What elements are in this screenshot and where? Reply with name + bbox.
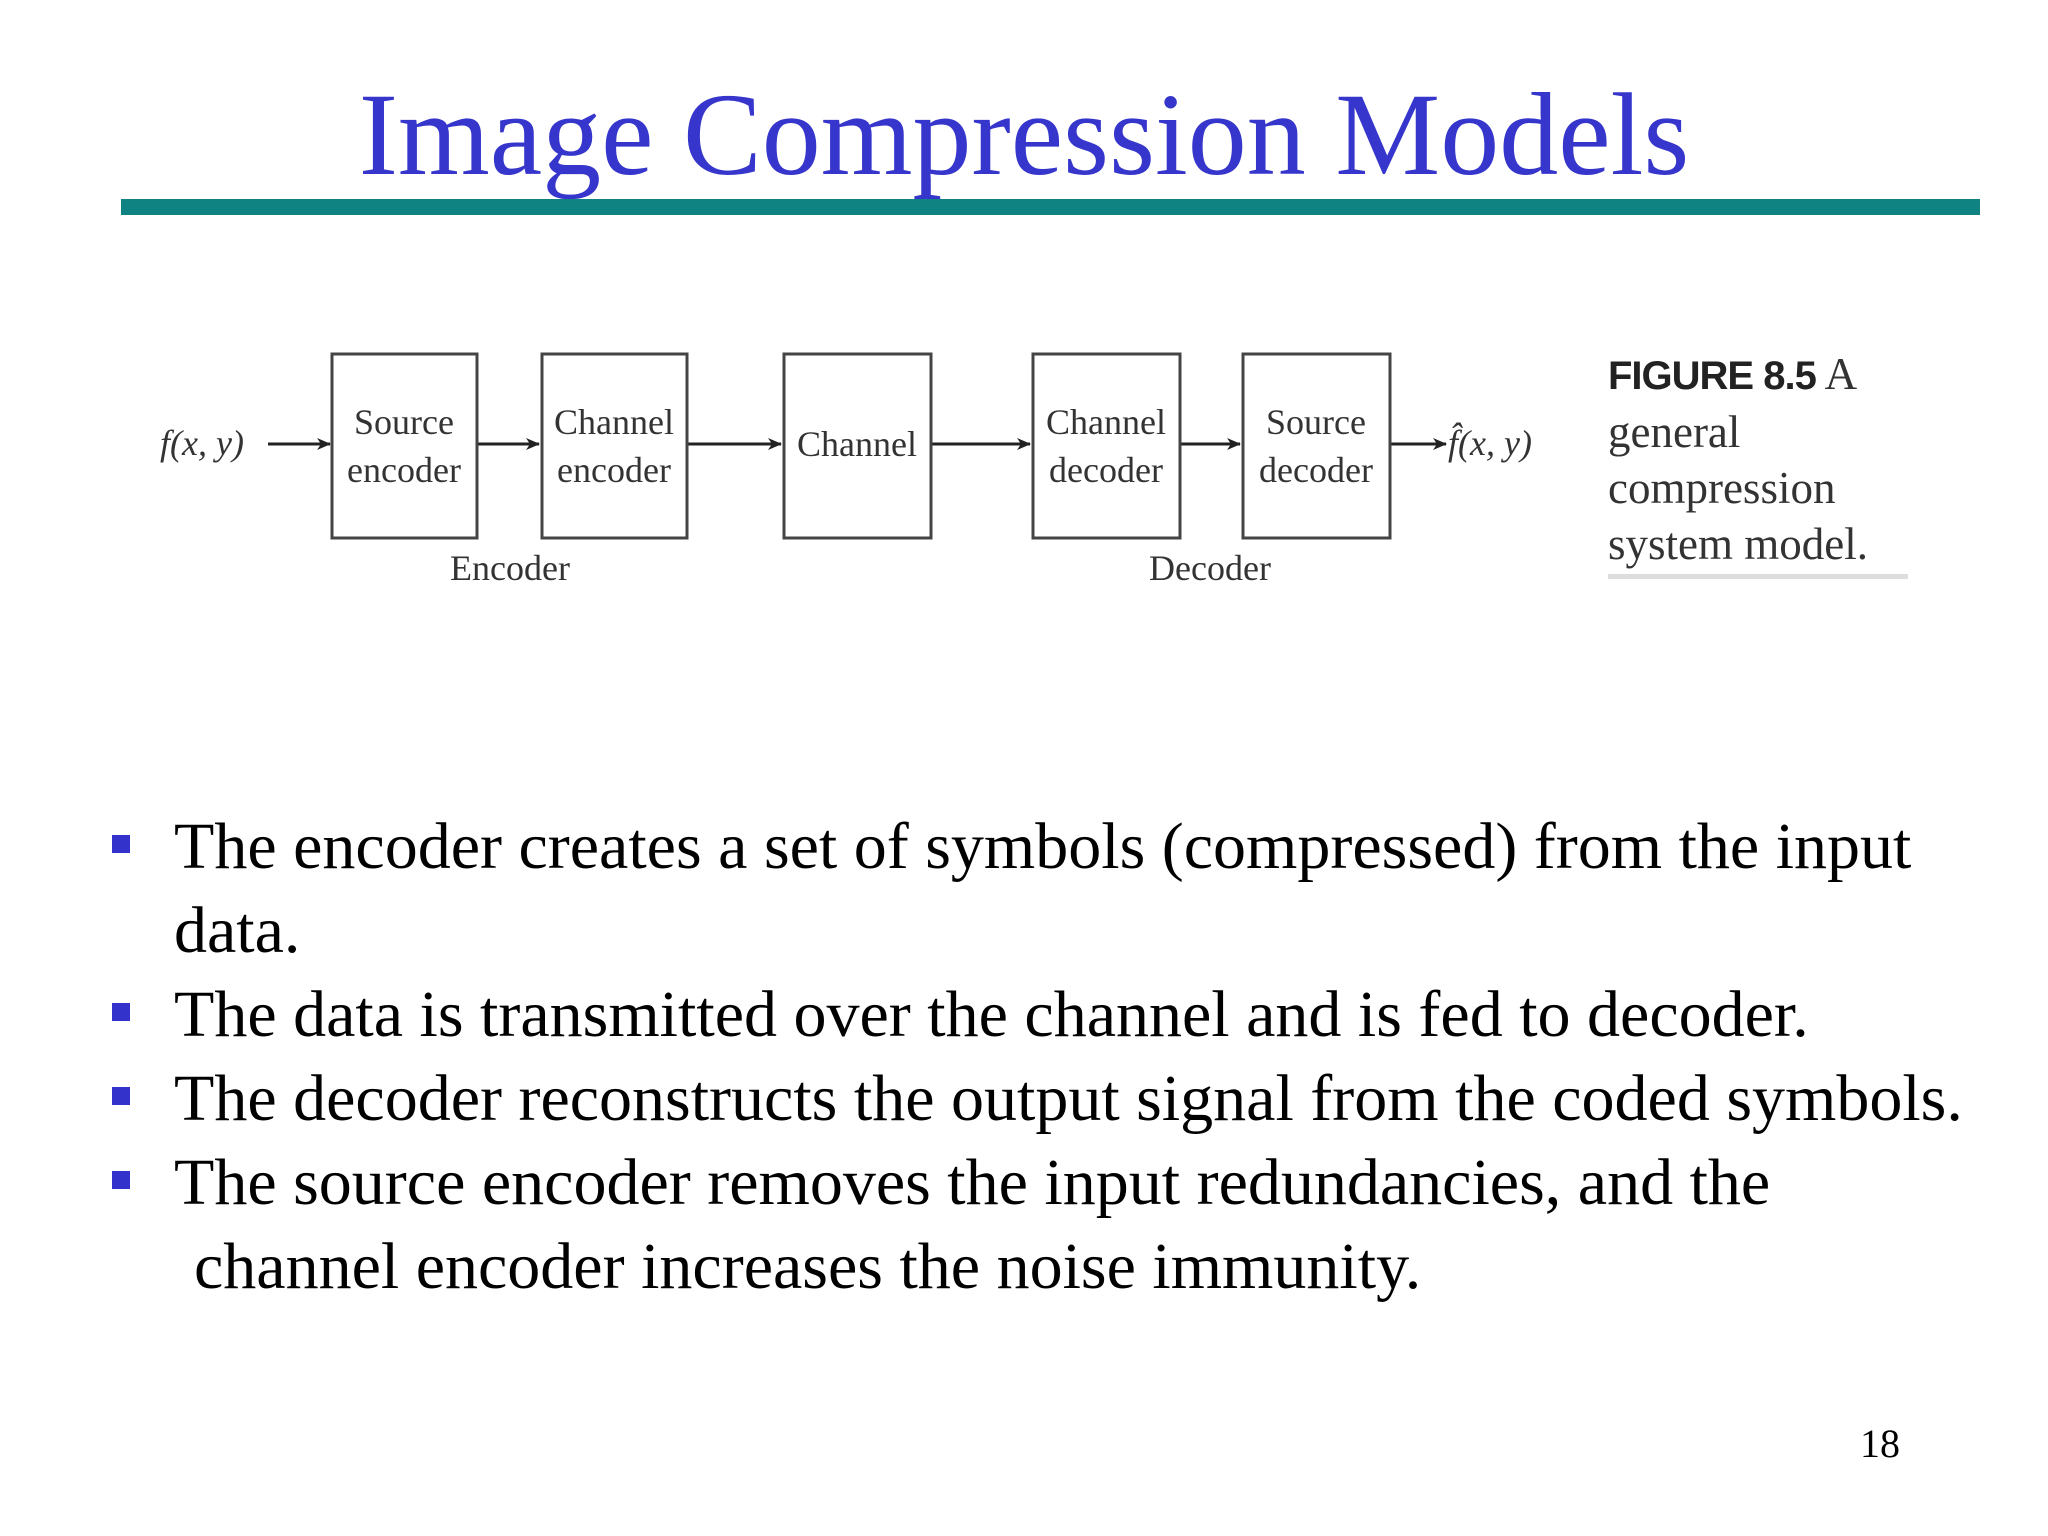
source-decoder-label-2: decoder — [1259, 450, 1373, 490]
slide-title: Image Compression Models — [358, 69, 1690, 200]
bullet-item: The data is transmitted over the channel… — [108, 973, 2038, 1057]
bullet-line: channel encoder increases the noise immu… — [174, 1225, 2038, 1309]
bullet-item: The encoder creates a set of symbols (co… — [108, 805, 2038, 973]
channel-encoder-label-1: Channel — [554, 402, 674, 442]
bullet-line: The data is transmitted over the channel… — [174, 978, 1809, 1051]
encoder-group-label: Encoder — [450, 548, 570, 588]
channel-encoder-label-2: encoder — [557, 450, 671, 490]
source-encoder-block — [330, 352, 479, 540]
figure-number: FIGURE 8.5 — [1608, 354, 1817, 398]
title-underline — [121, 199, 1980, 215]
input-signal-label: f(x, y) — [160, 423, 244, 463]
figure-caption-line-1: FIGURE 8.5 A — [1608, 346, 1918, 404]
bullet-item: The source encoder removes the input red… — [108, 1141, 2038, 1309]
bullet-line: The encoder creates a set of symbols (co… — [174, 810, 1912, 883]
square-bullet-icon — [112, 835, 130, 853]
bullet-line: The source encoder removes the input red… — [174, 1146, 1771, 1219]
bullet-text: The encoder creates a set of symbols (co… — [174, 805, 2038, 973]
compression-system-diagram: f(x, y) Source encoder Channel encoder C… — [150, 318, 1910, 608]
channel-decoder-label-1: Channel — [1046, 402, 1166, 442]
source-decoder-label-1: Source — [1266, 402, 1366, 442]
channel-encoder-block — [540, 352, 689, 540]
square-bullet-icon — [112, 1003, 130, 1021]
page-number: 18 — [1860, 1421, 1900, 1466]
block-diagram: f(x, y) Source encoder Channel encoder C… — [160, 352, 1532, 588]
bullet-line: data. — [174, 894, 301, 967]
figure-caption-line-3: compression — [1608, 463, 1836, 513]
channel-label: Channel — [797, 424, 917, 464]
bullet-line: The decoder reconstructs the output sign… — [174, 1062, 1963, 1135]
channel-block — [782, 352, 933, 540]
figure-caption-line-2: general — [1608, 407, 1741, 457]
output-signal-label: f̂(x, y) — [1448, 421, 1532, 463]
square-bullet-icon — [112, 1087, 130, 1105]
bullet-text: The decoder reconstructs the output sign… — [174, 1057, 2038, 1141]
square-bullet-icon — [112, 1171, 130, 1189]
source-decoder-block — [1241, 352, 1392, 540]
decoder-group-label: Decoder — [1149, 548, 1271, 588]
figure-caption-line-4: system model. — [1608, 519, 1868, 569]
bullet-line-continuation: channel encoder increases the noise immu… — [194, 1230, 1422, 1303]
source-encoder-label-1: Source — [354, 402, 454, 442]
bullet-text: The data is transmitted over the channel… — [174, 973, 2038, 1057]
caption-underline — [1608, 574, 1908, 579]
channel-decoder-block — [1031, 352, 1182, 540]
figure-caption-article: A — [1824, 349, 1858, 399]
bullet-item: The decoder reconstructs the output sign… — [108, 1057, 2038, 1141]
bullet-text: The source encoder removes the input red… — [174, 1141, 2038, 1309]
channel-decoder-label-2: decoder — [1049, 450, 1163, 490]
source-encoder-label-2: encoder — [347, 450, 461, 490]
bullet-list: The encoder creates a set of symbols (co… — [108, 805, 2038, 1309]
figure-caption: FIGURE 8.5 A general compression system … — [1608, 346, 1918, 572]
